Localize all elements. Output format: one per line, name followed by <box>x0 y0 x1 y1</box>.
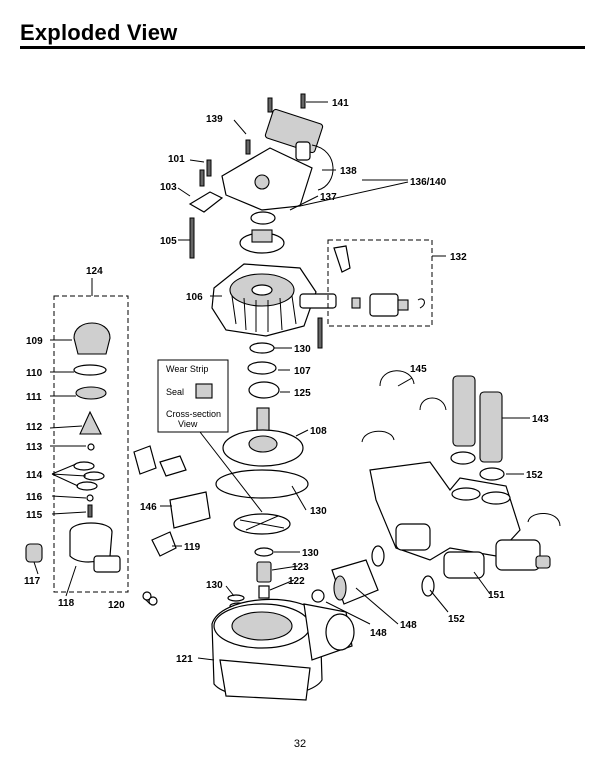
seal-label: Seal <box>166 387 184 397</box>
page-title: Exploded View <box>20 20 178 45</box>
label-115: 115 <box>26 510 43 521</box>
wear-strip-callout-box <box>157 359 229 433</box>
o-ring-152-top-b <box>479 467 505 481</box>
label-130-c: 130 <box>302 548 319 559</box>
motor-assembly <box>264 93 334 191</box>
group-132-box <box>327 239 433 327</box>
label-106: 106 <box>186 292 203 303</box>
part-labels: 141 139 101 103 138 136/140 137 105 132 … <box>24 98 549 665</box>
cross-section-label-2: View <box>178 419 198 429</box>
tubes-148 <box>311 559 379 605</box>
label-101: 101 <box>168 154 185 165</box>
label-124: 124 <box>86 266 103 277</box>
label-130-d: 130 <box>206 580 223 591</box>
label-117: 117 <box>24 576 41 587</box>
label-148-b: 148 <box>370 628 387 639</box>
label-141: 141 <box>332 98 349 109</box>
label-139: 139 <box>206 114 223 125</box>
center-stack <box>215 342 309 535</box>
label-108: 108 <box>310 426 327 437</box>
label-119: 119 <box>184 542 201 553</box>
page-number: 32 <box>293 738 307 750</box>
label-130-a: 130 <box>294 344 311 355</box>
label-146: 146 <box>140 502 157 513</box>
valve-body <box>211 598 355 701</box>
label-125: 125 <box>294 388 311 399</box>
o-ring-152-top-a <box>450 451 476 465</box>
label-130-b: 130 <box>310 506 327 517</box>
bypass-body <box>369 461 551 579</box>
label-152-a: 152 <box>526 470 543 481</box>
label-114: 114 <box>26 470 43 481</box>
label-120: 120 <box>108 600 125 611</box>
label-121: 121 <box>176 654 193 665</box>
label-105: 105 <box>160 236 177 247</box>
label-123: 123 <box>292 562 309 573</box>
callout-leader <box>199 431 263 513</box>
bracket-146 <box>133 445 211 529</box>
label-112: 112 <box>26 422 43 433</box>
group-124-box <box>53 295 129 593</box>
piston-parts <box>142 547 274 610</box>
label-143: 143 <box>532 414 549 425</box>
title-rule <box>20 46 585 49</box>
brine-valve-parts <box>25 322 121 573</box>
adapters-143 <box>452 375 503 463</box>
wear-strip-label: Wear Strip <box>166 364 208 374</box>
screw-105 <box>189 217 195 259</box>
label-152-b: 152 <box>448 614 465 625</box>
plate-screws <box>188 159 224 213</box>
label-151: 151 <box>488 590 505 601</box>
label-122: 122 <box>288 576 305 587</box>
label-118: 118 <box>58 598 75 609</box>
clips-145 <box>361 370 561 527</box>
motor-plate <box>221 139 313 211</box>
label-148-a: 148 <box>400 620 417 631</box>
label-109: 109 <box>26 336 43 347</box>
label-103: 103 <box>160 182 177 193</box>
clip-119 <box>151 531 177 557</box>
label-111: 111 <box>26 392 42 403</box>
cross-section-label-1: Cross-section <box>166 409 221 419</box>
gear-housing <box>211 263 337 349</box>
group-132-parts <box>333 245 425 317</box>
label-110: 110 <box>26 368 43 379</box>
label-132: 132 <box>450 252 467 263</box>
label-113: 113 <box>26 442 43 453</box>
label-145: 145 <box>410 364 427 375</box>
label-137: 137 <box>320 192 337 203</box>
cross-section-icon <box>195 383 213 399</box>
label-116: 116 <box>26 492 43 503</box>
label-138: 138 <box>340 166 357 177</box>
drive-gear <box>239 211 285 254</box>
leader-lines <box>33 101 530 661</box>
label-107: 107 <box>294 366 311 377</box>
label-136-140: 136/140 <box>410 177 447 188</box>
